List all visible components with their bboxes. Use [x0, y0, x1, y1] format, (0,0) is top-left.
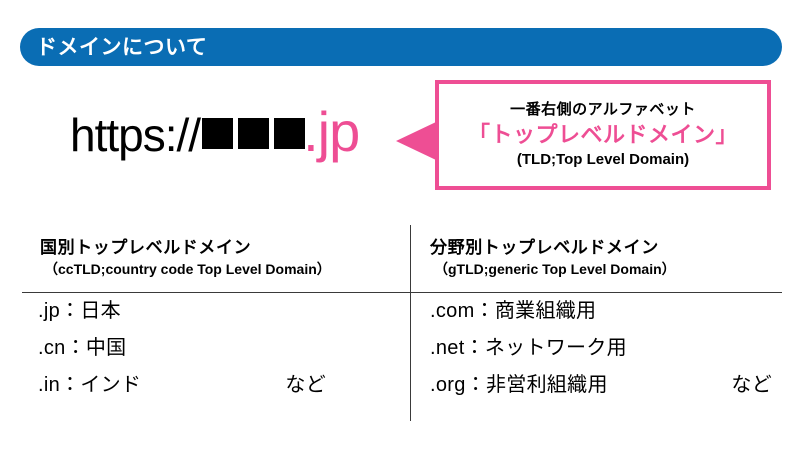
column-gtld-heading: 分野別トップレベルドメイン — [430, 237, 659, 257]
list-item-label: .com：商業組織用 — [430, 300, 597, 322]
list-item-label: .org：非営利組織用 — [430, 374, 608, 396]
mask-square — [238, 118, 270, 149]
column-cctld-subheading: （ccTLD;country code Top Level Domain） — [44, 260, 331, 277]
list-item: .com：商業組織用 — [430, 301, 801, 338]
page-title-bar: ドメインについて — [20, 28, 782, 66]
list-item-label: .in：インド — [38, 374, 142, 396]
list-item: .net：ネットワーク用 — [430, 338, 801, 375]
list-item-label: .cn：中国 — [38, 337, 127, 359]
url-scheme: https:// — [70, 109, 201, 161]
masked-domain-squares — [202, 118, 306, 149]
list-item: .org：非営利組織用 など — [430, 375, 801, 412]
mask-square — [202, 118, 234, 149]
column-cctld-entries: .jp：日本 .cn：中国 .in：インド など — [22, 301, 418, 412]
column-gtld-subheading: （gTLD;generic Top Level Domain） — [434, 260, 676, 277]
column-gtld-header: 分野別トップレベルドメイン （gTLD;generic Top Level Do… — [418, 225, 798, 292]
page-title: ドメインについて — [36, 35, 208, 59]
callout-line-1: 一番右側のアルファベット — [510, 100, 696, 118]
list-item: .jp：日本 — [38, 301, 418, 338]
column-cctld-heading: 国別トップレベルドメイン — [40, 237, 252, 257]
list-item: .cn：中国 — [38, 338, 418, 375]
column-gtld: 分野別トップレベルドメイン （gTLD;generic Top Level Do… — [418, 225, 798, 395]
table-column-divider — [410, 225, 411, 421]
tld-table: 国別トップレベルドメイン （ccTLD;country code Top Lev… — [22, 225, 782, 425]
callout-box: 一番右側のアルファベット 「トップレベルドメイン」 (TLD;Top Level… — [435, 80, 771, 190]
list-item-note: など — [731, 374, 772, 396]
list-item-label: .net：ネットワーク用 — [430, 337, 627, 359]
list-item-label: .jp：日本 — [38, 300, 121, 322]
table-header-divider — [22, 292, 782, 293]
callout-line-2: 「トップレベルドメイン」 — [467, 122, 738, 148]
url-tld: .jp — [303, 100, 360, 163]
column-cctld: 国別トップレベルドメイン （ccTLD;country code Top Lev… — [22, 225, 402, 395]
mask-square — [274, 118, 306, 149]
pink-left-arrow-icon — [396, 122, 436, 160]
callout-line-3: (TLD;Top Level Domain) — [516, 150, 690, 168]
column-cctld-header: 国別トップレベルドメイン （ccTLD;country code Top Lev… — [22, 225, 402, 292]
list-item-note: など — [285, 374, 326, 396]
list-item: .in：インド など — [38, 375, 418, 412]
url-example: https:// .jp — [70, 100, 360, 166]
column-gtld-entries: .com：商業組織用 .net：ネットワーク用 .org：非営利組織用 など — [418, 301, 801, 412]
